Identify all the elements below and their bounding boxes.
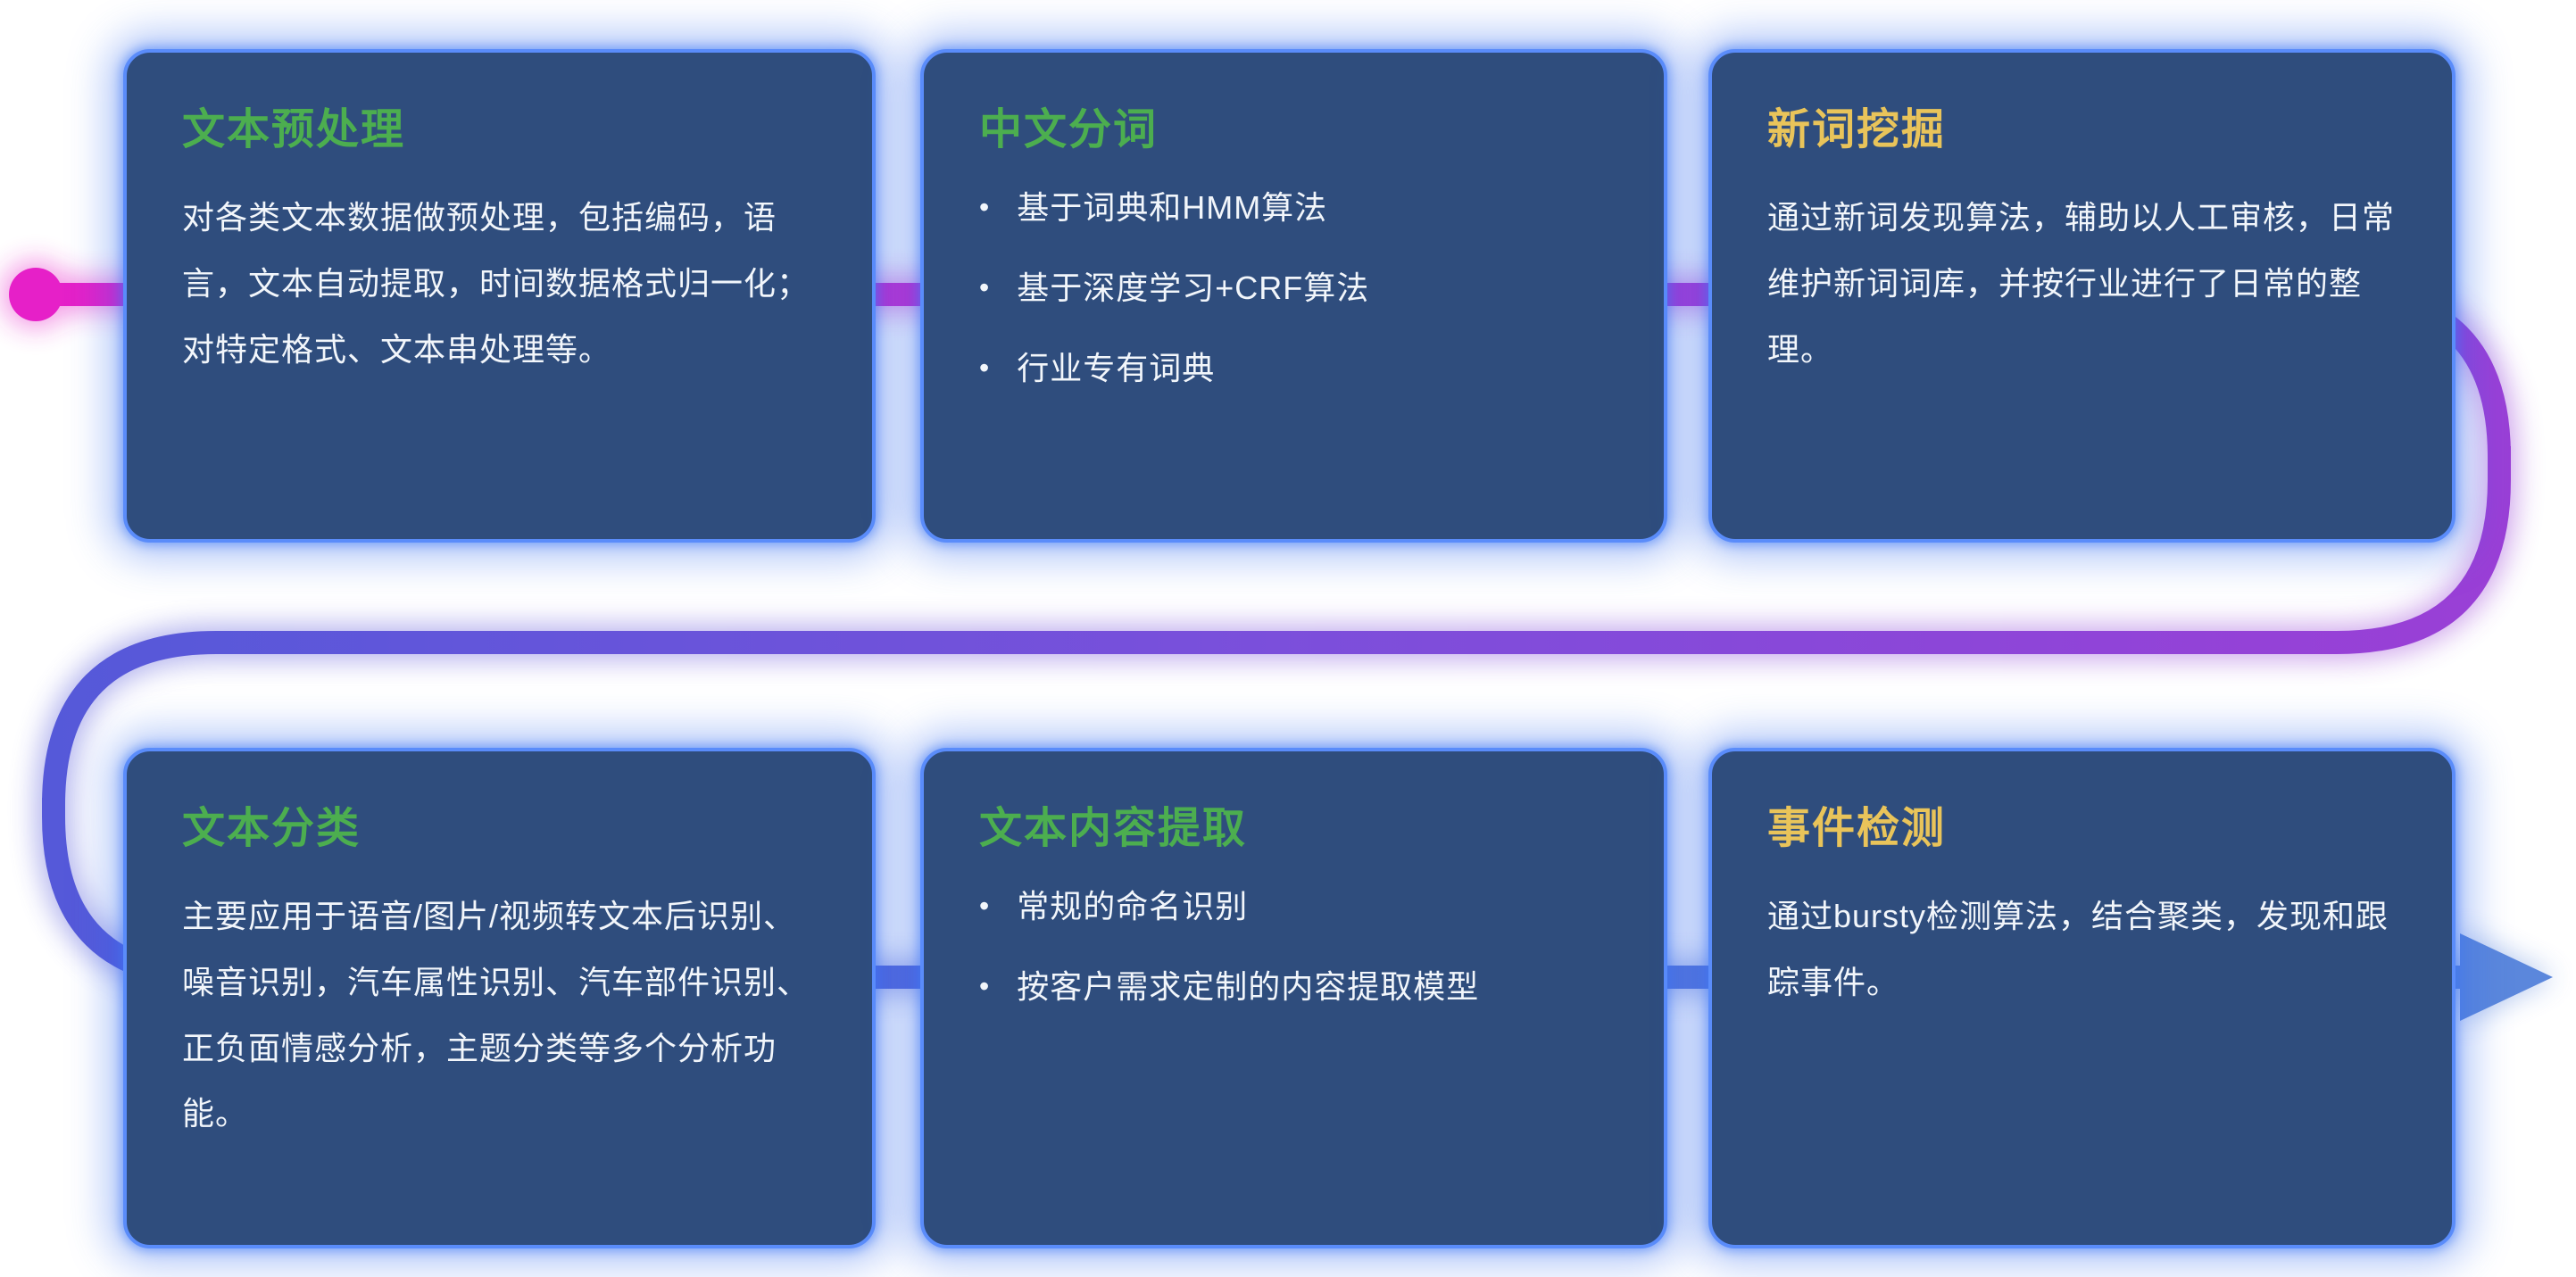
card-event-detection: 事件检测 通过bursty检测算法，结合聚类，发现和跟踪事件。: [1708, 748, 2456, 1248]
card-text-classification: 文本分类 主要应用于语音/图片/视频转文本后识别、噪音识别，汽车属性识别、汽车部…: [123, 748, 876, 1248]
bullet-dot-icon: •: [979, 191, 991, 223]
card-body: 对各类文本数据做预处理，包括编码，语言，文本自动提取，时间数据格式归一化；对特定…: [182, 199, 810, 368]
bullet-dot-icon: •: [979, 352, 991, 385]
card-chinese-word-segmentation: 中文分词 • 基于词典和HMM算法 • 基于深度学习+CRF算法 • 行业专有词…: [920, 49, 1667, 543]
card-text-content-extraction: 文本内容提取 • 常规的命名识别 • 按客户需求定制的内容提取模型: [920, 748, 1667, 1248]
card-body: 主要应用于语音/图片/视频转文本后识别、噪音识别，汽车属性识别、汽车部件识别、正…: [182, 898, 810, 1132]
bullet-dot-icon: •: [979, 970, 991, 1003]
bullet-list: • 常规的命名识别 • 按客户需求定制的内容提取模型: [979, 883, 1608, 1010]
bullet-dot-icon: •: [979, 890, 991, 922]
card-title: 事件检测: [1767, 805, 1947, 852]
bullet-text: 常规的命名识别: [1017, 888, 1249, 925]
pipeline-arrow-icon: [2460, 933, 2553, 1021]
card-body: 通过bursty检测算法，结合聚类，发现和跟踪事件。: [1767, 898, 2389, 1000]
card-title: 文本预处理: [182, 106, 406, 153]
bullet-text: 基于词典和HMM算法: [1017, 189, 1328, 226]
bullet-item: • 基于词典和HMM算法: [979, 185, 1608, 231]
pipeline-start-dot: [9, 268, 62, 321]
card-title: 新词挖掘: [1767, 106, 1947, 153]
bullet-text: 按客户需求定制的内容提取模型: [1017, 968, 1480, 1006]
bullet-item: • 行业专有词典: [979, 345, 1608, 392]
bullet-item: • 基于深度学习+CRF算法: [979, 265, 1608, 311]
card-title: 文本分类: [182, 805, 361, 852]
card-text-preprocessing: 文本预处理 对各类文本数据做预处理，包括编码，语言，文本自动提取，时间数据格式归…: [123, 49, 876, 543]
pipeline-path-middle: [42, 446, 2511, 806]
card-new-word-mining: 新词挖掘 通过新词发现算法，辅助以人工审核，日常维护新词词库，并按行业进行了日常…: [1708, 49, 2456, 543]
card-body: 通过新词发现算法，辅助以人工审核，日常维护新词词库，并按行业进行了日常的整理。: [1767, 199, 2396, 368]
bullet-list: • 基于词典和HMM算法 • 基于深度学习+CRF算法 • 行业专有词典: [979, 185, 1608, 393]
bullet-item: • 常规的命名识别: [979, 883, 1608, 930]
bullet-item: • 按客户需求定制的内容提取模型: [979, 964, 1608, 1010]
card-title: 文本内容提取: [979, 805, 1248, 852]
bullet-text: 行业专有词典: [1017, 350, 1216, 387]
bullet-text: 基于深度学习+CRF算法: [1017, 269, 1370, 307]
bullet-dot-icon: •: [979, 271, 991, 304]
card-title: 中文分词: [979, 106, 1159, 153]
